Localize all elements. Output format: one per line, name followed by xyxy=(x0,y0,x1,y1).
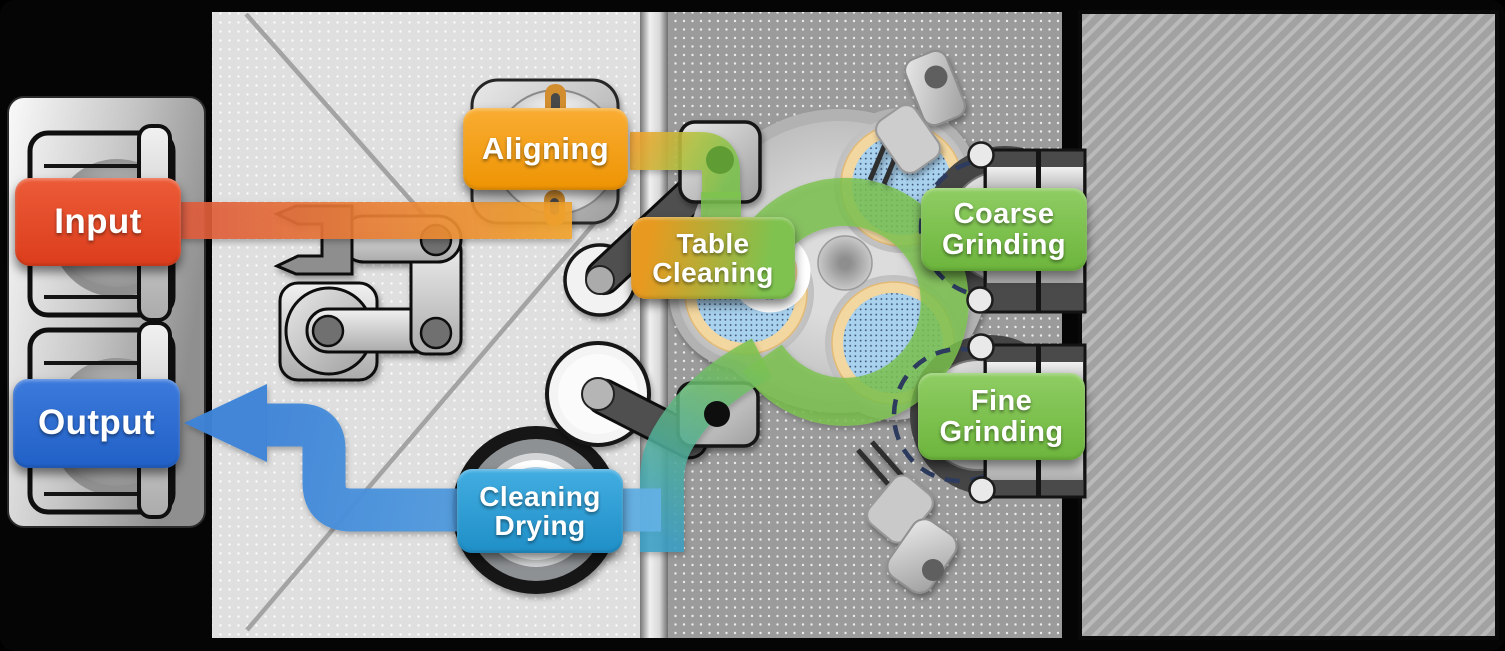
stage-label-input-text: Input xyxy=(54,201,142,241)
stage-label-table-cleaning: Table Cleaning xyxy=(631,217,795,299)
stage-label-table-cleaning-line2: Cleaning xyxy=(652,257,774,288)
grinding-spindle-bottom-icon xyxy=(856,440,958,594)
maintenance-zone xyxy=(1078,10,1499,640)
stage-label-cleaning-drying: Cleaning Drying xyxy=(457,469,623,553)
wafer-transfer-arm-lower-icon xyxy=(545,341,709,460)
flow-band-grinding-loop xyxy=(726,177,969,426)
stage-label-aligning: Aligning xyxy=(463,108,628,190)
stage-label-cleaning-line1: Cleaning xyxy=(479,480,601,512)
process-flow-bands xyxy=(181,132,969,552)
flow-band-unload xyxy=(640,338,773,552)
stage-label-coarse-line1: Coarse xyxy=(953,198,1055,231)
stage-label-cleaning-line2: Drying xyxy=(494,510,586,541)
unload-port-pin xyxy=(704,401,730,427)
stage-label-input: Input xyxy=(15,178,181,266)
load-port-pin xyxy=(706,146,734,174)
stage-label-fine-grinding: Fine Grinding xyxy=(918,373,1085,460)
stage-label-output: Output xyxy=(13,379,180,468)
spindle-pivot-pins xyxy=(966,141,996,504)
stage-label-table-cleaning-line1: Table xyxy=(676,227,750,259)
stage-label-aligning-text: Aligning xyxy=(481,130,610,166)
stage-label-fine-line2: Grinding xyxy=(939,415,1064,448)
table-hub xyxy=(817,235,873,291)
stage-label-coarse-line2: Grinding xyxy=(941,228,1066,261)
flow-band-input xyxy=(181,202,572,239)
stage-label-fine-line1: Fine xyxy=(970,385,1033,418)
output-arrow-icon xyxy=(184,384,267,462)
stage-label-coarse-grinding: Coarse Grinding xyxy=(921,188,1087,271)
stage-label-output-text: Output xyxy=(37,403,156,443)
grinding-spindle-top-icon xyxy=(867,49,966,185)
flow-band-output xyxy=(266,403,661,532)
